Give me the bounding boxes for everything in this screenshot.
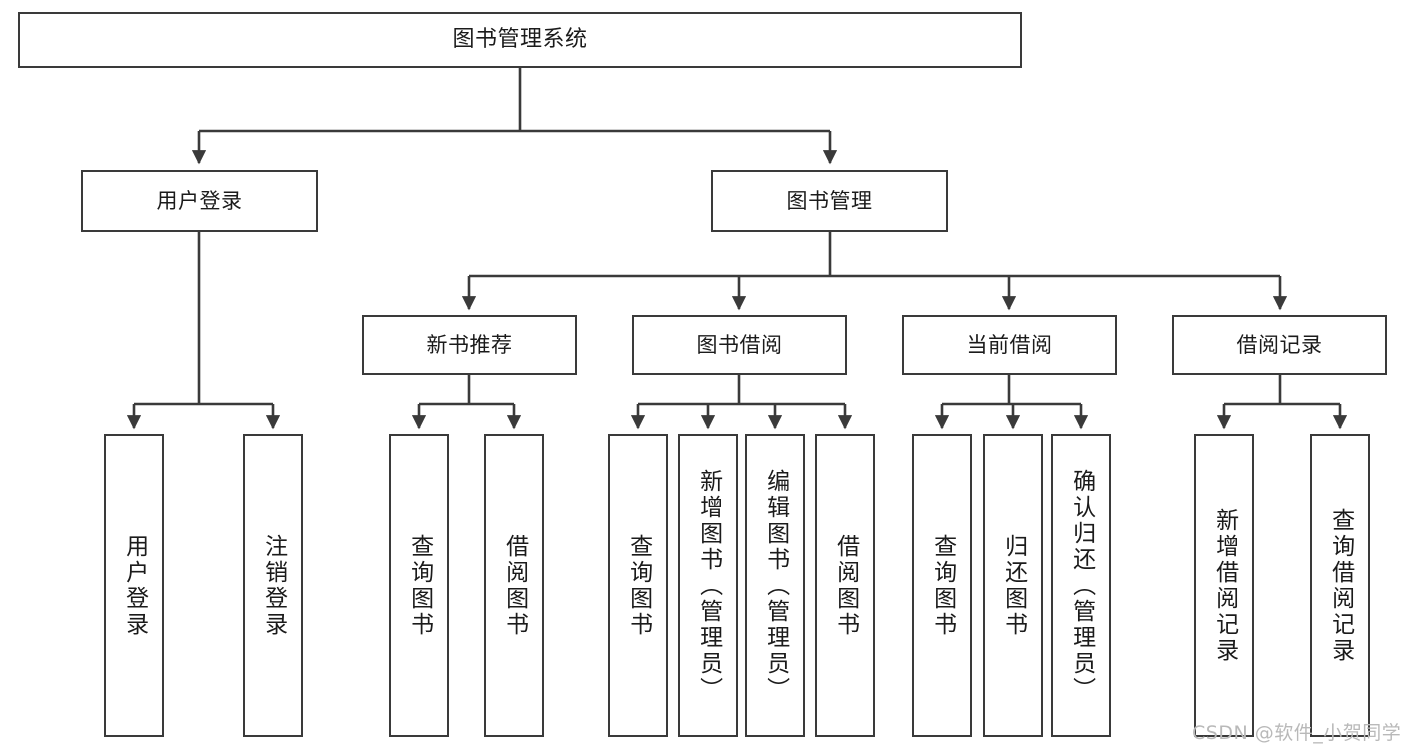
- node-label: 查询图书: [406, 533, 433, 638]
- node-borrow-record[interactable]: 借阅记录: [1172, 315, 1387, 375]
- node-leaf-edit-book-admin[interactable]: 编辑图书（管理员）: [745, 434, 805, 737]
- node-leaf-user-logout[interactable]: 注销登录: [243, 434, 303, 737]
- node-leaf-query-borrow-record[interactable]: 查询借阅记录: [1310, 434, 1370, 737]
- node-label: 查询图书: [929, 533, 956, 638]
- node-label: 查询借阅记录: [1327, 507, 1354, 664]
- node-current-borrow[interactable]: 当前借阅: [902, 315, 1117, 375]
- node-label: 注销登录: [260, 533, 287, 638]
- node-label: 新增借阅记录: [1211, 507, 1238, 664]
- node-label: 借阅图书: [501, 533, 528, 638]
- node-label: 当前借阅: [966, 332, 1053, 357]
- node-label: 图书管理系统: [452, 27, 588, 53]
- node-label: 新增图书（管理员）: [695, 468, 722, 703]
- node-leaf-query-book-2[interactable]: 查询图书: [608, 434, 668, 737]
- node-root-system[interactable]: 图书管理系统: [18, 12, 1022, 68]
- node-leaf-confirm-return[interactable]: 确认归还（管理员）: [1051, 434, 1111, 737]
- node-label: 归还图书: [1000, 533, 1027, 638]
- node-leaf-query-book-3[interactable]: 查询图书: [912, 434, 972, 737]
- node-label: 图书管理: [786, 188, 873, 213]
- node-leaf-user-login[interactable]: 用户登录: [104, 434, 164, 737]
- node-book-manage[interactable]: 图书管理: [711, 170, 948, 232]
- node-label: 用户登录: [121, 533, 148, 638]
- node-label: 编辑图书（管理员）: [762, 468, 789, 703]
- node-leaf-borrow-book-1[interactable]: 借阅图书: [484, 434, 544, 737]
- node-leaf-query-book-1[interactable]: 查询图书: [389, 434, 449, 737]
- node-leaf-borrow-book-2[interactable]: 借阅图书: [815, 434, 875, 737]
- node-label: 确认归还（管理员）: [1068, 468, 1095, 703]
- node-book-borrow[interactable]: 图书借阅: [632, 315, 847, 375]
- node-label: 用户登录: [156, 188, 243, 213]
- node-leaf-add-book-admin[interactable]: 新增图书（管理员）: [678, 434, 738, 737]
- node-leaf-add-borrow-record[interactable]: 新增借阅记录: [1194, 434, 1254, 737]
- node-label: 图书借阅: [696, 332, 783, 357]
- node-label: 新书推荐: [426, 332, 513, 357]
- node-new-book-recommend[interactable]: 新书推荐: [362, 315, 577, 375]
- node-user-login[interactable]: 用户登录: [81, 170, 318, 232]
- node-label: 借阅图书: [832, 533, 859, 638]
- node-leaf-return-book[interactable]: 归还图书: [983, 434, 1043, 737]
- csdn-watermark: CSDN @软件_小贺同学: [1192, 722, 1402, 744]
- node-label: 借阅记录: [1236, 332, 1323, 357]
- node-label: 查询图书: [625, 533, 652, 638]
